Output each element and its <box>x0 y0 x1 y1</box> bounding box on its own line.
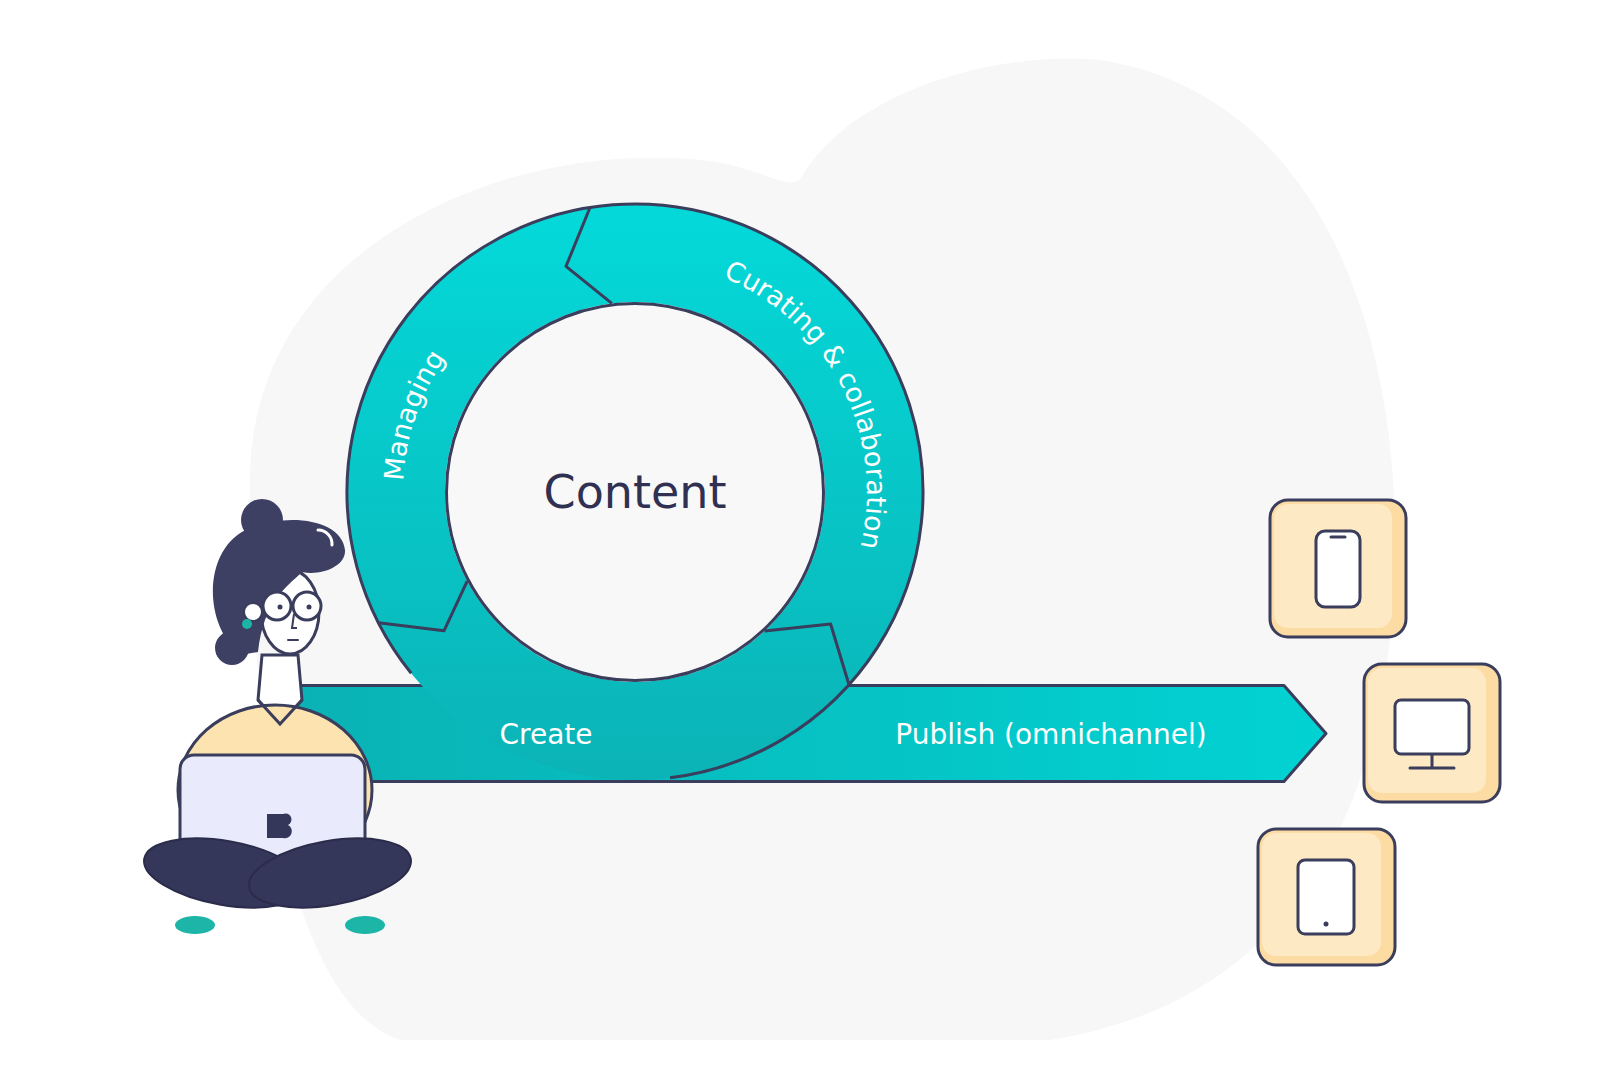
person-foot <box>175 916 215 934</box>
segment-label-text: Managing <box>378 344 451 482</box>
person-earring <box>242 619 252 629</box>
phone-icon <box>1316 531 1360 607</box>
person-neck <box>258 655 302 724</box>
flow-band-arrow <box>298 686 1327 782</box>
person-hair-bun <box>241 499 283 541</box>
band-label: Publish (omnichannel) <box>895 717 1206 750</box>
band-label: Create <box>499 717 592 750</box>
monitor-icon <box>1395 700 1469 754</box>
device-box <box>1258 829 1395 965</box>
person-mouth <box>288 639 298 641</box>
person-hair <box>215 631 249 665</box>
person-ear <box>244 603 262 621</box>
background-blob <box>250 59 1395 1041</box>
device-box-face <box>1262 833 1381 956</box>
person-hair <box>213 520 345 655</box>
laptop-logo <box>267 813 292 838</box>
person-foot <box>345 916 385 934</box>
node-label: Content <box>544 465 727 519</box>
device-box <box>1364 664 1500 802</box>
content-circle: Content <box>445 302 825 682</box>
person-glasses <box>293 592 321 620</box>
person-eye <box>278 605 283 610</box>
segment-divider <box>378 581 467 631</box>
monitor-base <box>1410 767 1454 770</box>
person-nose <box>292 614 297 628</box>
flow-band: Create Publish (omnichannel) <box>296 684 1328 783</box>
person-leg <box>139 827 312 919</box>
person-face <box>261 570 319 654</box>
device-box <box>1270 500 1406 637</box>
device-box-face <box>1274 504 1392 628</box>
segment-divider <box>566 208 612 304</box>
device-box-face <box>1368 668 1486 793</box>
phone-notch <box>1331 536 1345 539</box>
segment-label-text: Curating & collaboration <box>720 254 892 552</box>
tablet-icon <box>1298 860 1354 934</box>
person-collar <box>258 700 302 724</box>
segment-label: Curating & collaboration <box>720 254 892 552</box>
person-leg <box>244 827 417 919</box>
segment-divider <box>765 624 849 685</box>
person-eye <box>307 605 312 610</box>
monitor-stand <box>1431 754 1434 768</box>
segment-label: Managing <box>378 344 451 482</box>
person-glasses <box>263 592 291 620</box>
tablet-button <box>1324 922 1329 927</box>
hair-highlight <box>318 530 332 545</box>
